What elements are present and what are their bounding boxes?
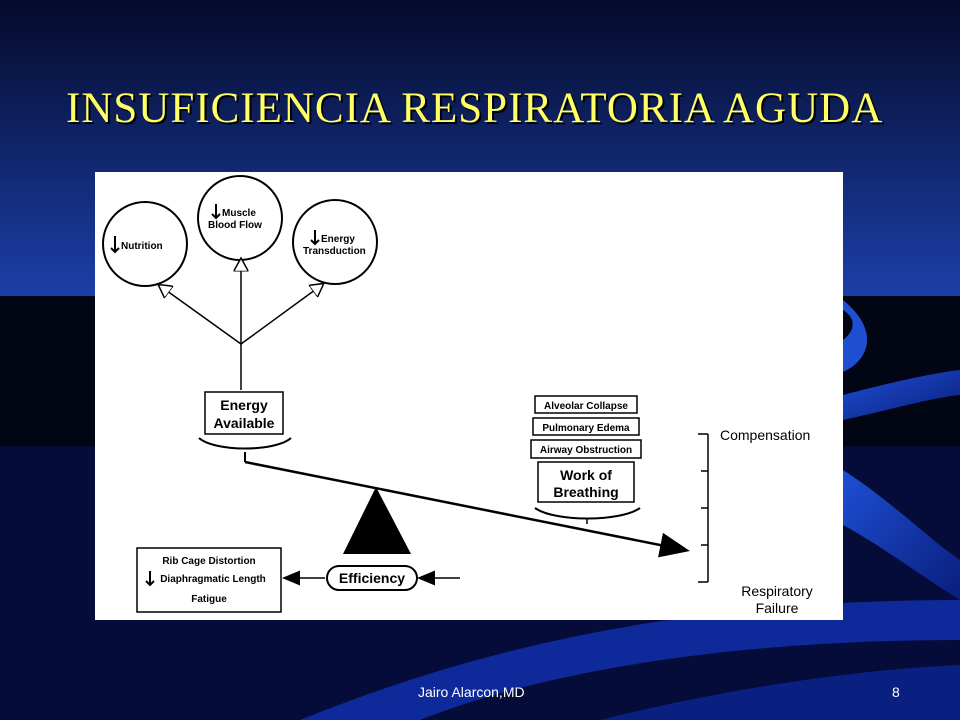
load-alveolar-collapse: Alveolar Collapse xyxy=(544,401,628,412)
load-pulmonary-edema: Pulmonary Edema xyxy=(542,423,630,434)
fulcrum-triangle xyxy=(343,487,411,554)
energy-available-box: Energy Available xyxy=(198,391,292,450)
footer-page-number: 8 xyxy=(892,684,900,700)
left-pan xyxy=(198,437,292,450)
efficiency-node: Efficiency xyxy=(282,565,460,591)
right-pan xyxy=(534,507,641,520)
balance-beam xyxy=(244,452,690,558)
outcome-scale xyxy=(698,433,709,583)
work-of-breathing-line1: Work of xyxy=(560,467,612,483)
muscle-label: Muscle xyxy=(222,208,256,219)
work-of-breathing-box: Work of Breathing xyxy=(534,461,641,524)
respiratory-failure-line1: Respiratory xyxy=(741,583,813,599)
nutrition-circle: Nutrition xyxy=(102,201,188,287)
transduction-label: Transduction xyxy=(303,246,366,257)
arrow-down-icon xyxy=(145,571,155,587)
energy-label: Energy xyxy=(321,234,355,245)
arrow-down-icon xyxy=(310,230,320,246)
footer-author: Jairo Alarcon,MD xyxy=(418,684,525,700)
factor-diaphragm: Diaphragmatic Length xyxy=(160,574,266,585)
muscle-blood-flow-circle: Muscle Blood Flow xyxy=(197,175,283,261)
load-airway-obstruction: Airway Obstruction xyxy=(540,445,632,456)
respiratory-balance-diagram: Nutrition Muscle Blood Flow Energy Trans… xyxy=(95,172,843,620)
compensation-label: Compensation xyxy=(720,427,810,443)
efficiency-label: Efficiency xyxy=(339,570,405,586)
input-arrows xyxy=(163,264,319,390)
energy-available-line2: Available xyxy=(214,415,275,431)
load-boxes: Alveolar Collapse Pulmonary Edema Airway… xyxy=(530,395,642,459)
factor-rib-cage: Rib Cage Distortion xyxy=(162,556,255,567)
blood-flow-label: Blood Flow xyxy=(208,220,262,231)
factor-fatigue: Fatigue xyxy=(191,594,227,605)
nutrition-label: Nutrition xyxy=(121,241,163,252)
arrow-down-icon xyxy=(110,236,120,254)
respiratory-failure-line2: Failure xyxy=(756,600,799,616)
energy-available-line1: Energy xyxy=(220,397,268,413)
work-of-breathing-line2: Breathing xyxy=(553,484,618,500)
slide-title: INSUFICIENCIA RESPIRATORIA AGUDA xyxy=(66,85,884,132)
arrow-down-icon xyxy=(211,204,221,220)
efficiency-factors-box: Rib Cage Distortion Diaphragmatic Length… xyxy=(136,547,282,613)
energy-transduction-circle: Energy Transduction xyxy=(292,199,378,285)
